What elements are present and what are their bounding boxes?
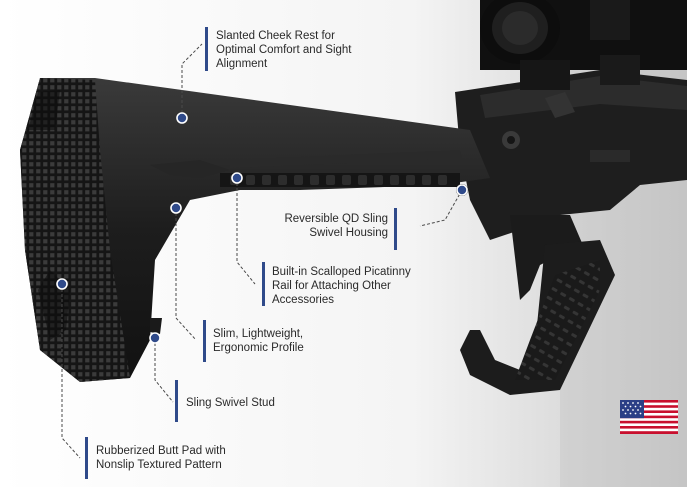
callout-qd-sling: Reversible QD Sling Swivel Housing xyxy=(284,213,388,239)
leader-cheek-rest xyxy=(181,43,203,118)
marker-slim-profile xyxy=(170,202,182,214)
buttstock xyxy=(20,78,490,382)
marker-dots xyxy=(56,112,468,344)
marker-qd-sling xyxy=(456,184,468,196)
marker-picatinny xyxy=(231,172,243,184)
marker-cheek-rest xyxy=(176,112,188,124)
cheek-rest-accent-bar xyxy=(205,27,208,71)
slim-profile-accent-bar xyxy=(203,320,206,362)
callout-picatinny: Built-in Scalloped Picatinny Rail for At… xyxy=(272,266,411,306)
rifle-receiver xyxy=(455,70,687,240)
pistol-grip xyxy=(460,215,615,395)
marker-butt-pad xyxy=(56,278,68,290)
leader-butt-pad xyxy=(61,284,81,459)
leader-qd-sling xyxy=(419,189,463,227)
leader-picatinny xyxy=(236,178,256,285)
callout-cheek-rest: Slanted Cheek Rest for Optimal Comfort a… xyxy=(216,30,352,70)
callout-slim-profile: Slim, Lightweight, Ergonomic Profile xyxy=(213,328,304,354)
marker-swivel-stud xyxy=(149,332,161,344)
leader-swivel-stud xyxy=(154,338,174,403)
picatinny-accent-bar xyxy=(262,262,265,306)
leader-lines xyxy=(61,43,463,459)
qd-sling-accent-bar xyxy=(394,208,397,250)
callout-swivel-stud: Sling Swivel Stud xyxy=(186,397,275,409)
callout-butt-pad: Rubberized Butt Pad with Nonslip Texture… xyxy=(96,445,226,471)
swivel-stud-accent-bar xyxy=(175,380,178,422)
butt-pad-accent-bar xyxy=(85,437,88,479)
us-flag-icon xyxy=(620,400,678,434)
leader-slim-profile xyxy=(175,208,197,341)
scope xyxy=(480,0,687,90)
